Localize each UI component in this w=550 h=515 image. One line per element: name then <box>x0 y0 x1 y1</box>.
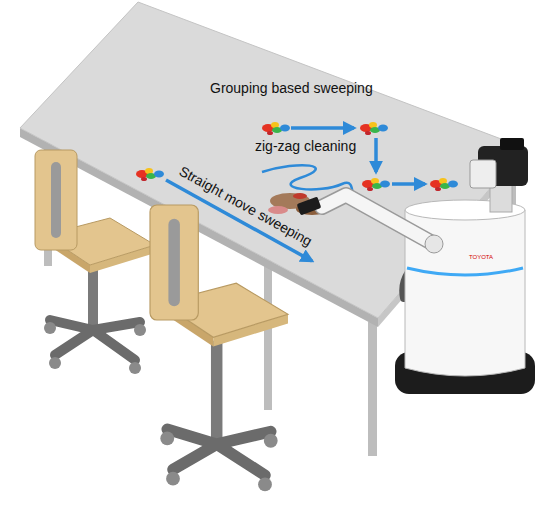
table-leg <box>264 256 272 410</box>
sweep-arrow <box>291 126 354 130</box>
chair-caster <box>258 478 272 492</box>
robot-arm-outline <box>322 195 434 244</box>
chair-caster <box>134 324 146 336</box>
robot-face <box>470 160 496 188</box>
robot-gripper <box>297 197 322 216</box>
debris-icon <box>362 178 390 191</box>
chair-base <box>50 320 140 360</box>
annotation-label: zig-zag cleaning <box>255 138 356 154</box>
debris-icon <box>136 168 164 181</box>
chair-caster <box>49 357 61 369</box>
debris-icon <box>262 122 290 135</box>
chair-caster <box>44 322 56 334</box>
debris-pile <box>293 193 307 199</box>
annotation-label: Grouping based sweeping <box>210 80 373 96</box>
chair <box>150 205 288 491</box>
robot-shoulder <box>425 235 443 253</box>
sweep-arrow <box>374 138 378 172</box>
chair-back-slot <box>51 162 61 238</box>
chair-back <box>150 205 198 320</box>
chair-caster <box>160 432 174 446</box>
chair-pole <box>88 268 98 328</box>
robot-camera <box>500 138 524 150</box>
sweep-arrow <box>392 182 425 186</box>
robot-arm <box>322 195 434 244</box>
debris-icon <box>430 178 458 191</box>
chair-back-slot <box>168 219 180 306</box>
table-leg <box>368 322 377 456</box>
chair-back <box>35 150 77 250</box>
chair-caster <box>129 362 141 374</box>
chair-base <box>167 429 271 475</box>
chair <box>35 150 155 374</box>
chair-pole <box>211 341 223 442</box>
brand-mark: TOYOTA <box>469 254 493 261</box>
chair-caster <box>166 472 180 486</box>
debris-icon <box>360 122 388 135</box>
robot-light-band <box>407 268 523 275</box>
chair-caster <box>264 434 278 448</box>
